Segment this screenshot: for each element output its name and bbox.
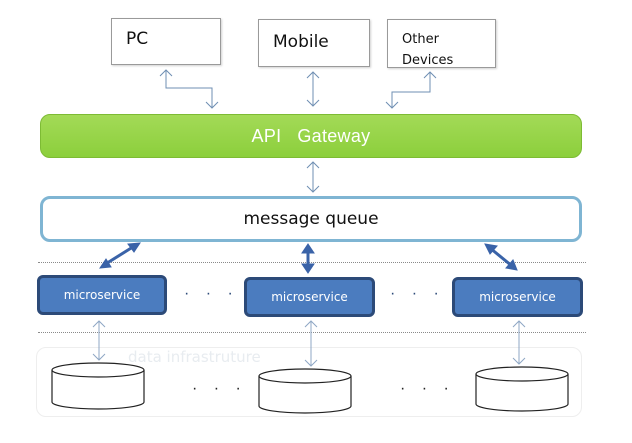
client-other-devices-box: Other Devices — [387, 19, 496, 68]
data-infrastructure-label: data infrastruture — [128, 348, 261, 366]
database-cylinder-3 — [475, 366, 569, 412]
service-db-connector-2 — [304, 320, 318, 367]
data-infrastructure-area — [36, 347, 582, 417]
api-gateway-box: API Gateway — [40, 114, 582, 158]
microservice-box-2: microservice — [244, 277, 375, 317]
pc-gateway-connector — [159, 69, 219, 109]
service-db-connector-3 — [512, 320, 526, 365]
microservice-ellipsis-1: · · · — [184, 285, 239, 302]
client-other-label-line1: Other — [402, 32, 439, 47]
client-mobile-label: Mobile — [273, 32, 329, 52]
microservice-label-1: microservice — [63, 288, 141, 302]
queue-service-connector-1 — [99, 242, 141, 269]
separator-line-bottom — [38, 332, 586, 333]
mobile-gateway-connector — [306, 71, 320, 107]
client-pc-label: PC — [126, 29, 149, 49]
microservice-box-1: microservice — [37, 275, 167, 315]
microservice-box-3: microservice — [452, 277, 583, 317]
microservice-ellipsis-2: · · · — [390, 285, 445, 302]
gateway-queue-connector — [306, 161, 320, 193]
database-ellipsis-1: · · · — [192, 380, 247, 397]
database-ellipsis-2: · · · — [400, 380, 455, 397]
queue-service-connector-3 — [484, 243, 518, 271]
client-other-label-line2: Devices — [402, 53, 454, 68]
microservice-label-2: microservice — [271, 290, 348, 304]
api-gateway-label: API Gateway — [251, 125, 371, 146]
message-queue-box: message queue — [40, 196, 582, 242]
microservice-label-3: microservice — [479, 290, 556, 304]
queue-service-connector-2 — [301, 243, 315, 274]
message-queue-label: message queue — [243, 209, 379, 229]
client-mobile-box: Mobile — [258, 19, 370, 67]
other-gateway-connector — [385, 71, 437, 109]
database-cylinder-1 — [51, 362, 145, 410]
service-db-connector-1 — [92, 320, 106, 361]
separator-line-top — [38, 262, 586, 263]
client-pc-box: PC — [111, 18, 221, 65]
database-cylinder-2 — [258, 368, 352, 414]
